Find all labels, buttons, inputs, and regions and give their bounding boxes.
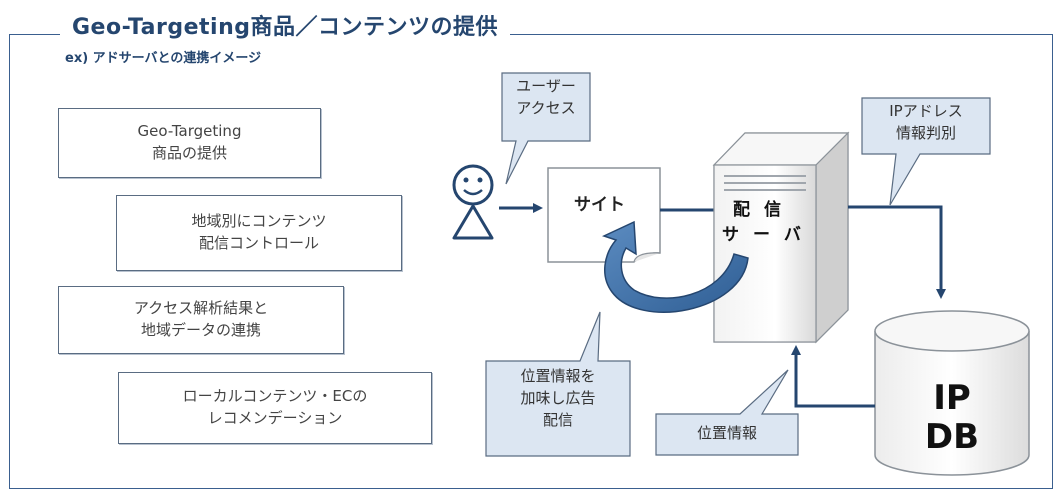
callout-ad-delivery-label: 位置情報を 加味し広告 配信 <box>520 367 596 429</box>
feature-box-label: アクセス解析結果と 地域データの連携 <box>133 299 269 339</box>
site-document-icon <box>547 167 661 263</box>
curved-arrow-ad-delivery <box>601 220 749 313</box>
server-label-line1: 配信 <box>733 200 795 220</box>
arrow-db-to-server <box>791 345 875 408</box>
callout-user-access-label: ユーザー アクセス <box>516 77 576 117</box>
feature-box-label: 地域別にコンテンツ 配信コントロール <box>191 212 327 252</box>
feature-box-local-recommendation: ローカルコンテンツ・ECの レコメンデーション <box>118 372 432 444</box>
diagram-frame <box>9 34 1053 489</box>
callout-location-info <box>655 369 799 456</box>
callout-location-info-label: 位置情報 <box>696 424 757 442</box>
feature-box-delivery-control: 地域別にコンテンツ 配信コントロール <box>116 195 402 271</box>
server-label-line2: サーバ <box>722 225 815 245</box>
db-label: IP DB <box>924 378 980 458</box>
user-icon <box>452 164 494 240</box>
arrow-server-to-db <box>848 205 946 299</box>
feature-box-geo-targeting: Geo-Targeting 商品の提供 <box>58 108 321 178</box>
callout-ip-lookup-label: IPアドレス 情報判別 <box>889 102 963 142</box>
server-icon <box>712 131 850 344</box>
callout-user-access <box>501 72 591 185</box>
feature-box-analytics-link: アクセス解析結果と 地域データの連携 <box>58 286 344 354</box>
site-label: サイト <box>574 195 625 215</box>
feature-box-label: Geo-Targeting 商品の提供 <box>137 122 242 162</box>
callout-ad-delivery <box>485 311 631 457</box>
feature-box-label: ローカルコンテンツ・ECの レコメンデーション <box>182 387 368 427</box>
database-icon <box>874 310 1030 476</box>
page-title: Geo-Targeting商品／コンテンツの提供 <box>60 9 510 41</box>
callout-ip-lookup <box>861 97 991 206</box>
page-subtitle: ex) アドサーバとの連携イメージ <box>65 51 262 66</box>
